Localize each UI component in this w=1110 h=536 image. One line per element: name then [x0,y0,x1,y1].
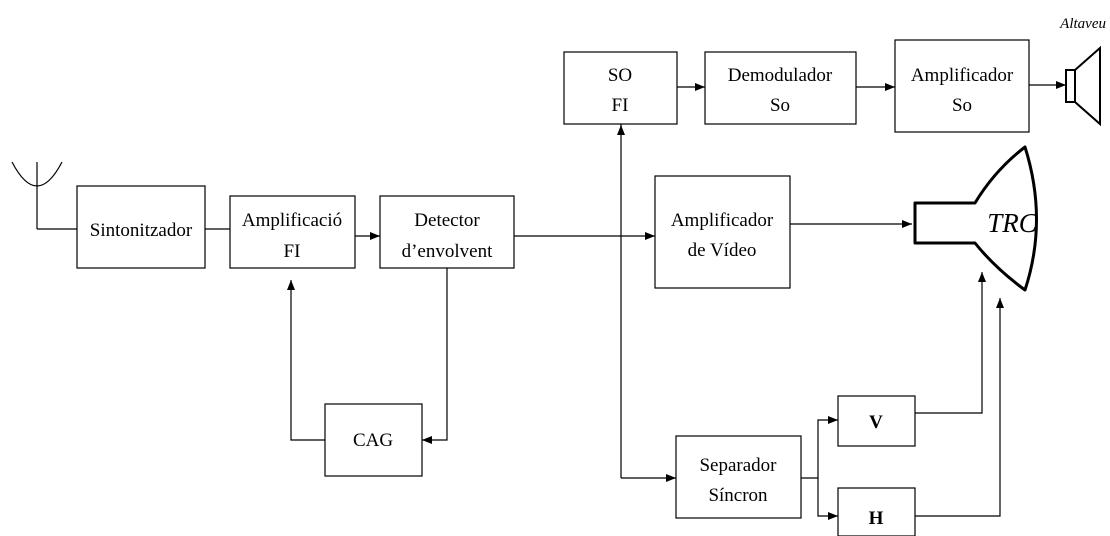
block-label: Amplificador [911,65,1014,86]
block-amplificacio-fi: Amplificació FI [229,195,356,269]
block-label: FI [284,241,301,262]
block-label: de Vídeo [688,240,757,261]
block-label: So [952,95,972,116]
block-label: V [869,412,883,433]
block-label: Síncron [708,485,768,506]
block-label: Separador [699,455,777,476]
trc-label: TRC [987,208,1038,238]
block-separador-sincron: Separador Síncron [675,435,802,519]
block-label: Amplificació [242,210,342,231]
block-label: FI [612,95,629,116]
block-label: CAG [353,430,393,451]
block-label: H [869,508,884,529]
block-v: V [837,395,916,447]
block-label: Demodulador [728,65,833,86]
block-h: H [837,487,916,536]
block-label: SO [608,65,632,86]
antenna-icon [11,161,77,230]
block-amplificador-video: Amplificador de Vídeo [654,175,791,289]
block-amplificador-so: Amplificador So [894,39,1030,133]
block-label: So [770,95,790,116]
block-sintonitzador: Sintonitzador [76,185,206,269]
block-label: d’envolvent [402,241,493,262]
altaveu-label: Altaveu [1059,16,1106,32]
block-cag: CAG [324,403,423,477]
block-label: Sintonitzador [90,220,193,241]
block-demodulador-so: Demodulador So [704,51,857,125]
block-so-fi: SO FI [563,51,678,125]
block-detector-envolvent: Detector d’envolvent [379,195,515,269]
block-label: Detector [414,210,480,231]
crt-tube-icon [913,145,1038,292]
connections [205,81,1066,520]
block-label: Amplificador [671,210,774,231]
speaker-icon [1065,45,1101,127]
